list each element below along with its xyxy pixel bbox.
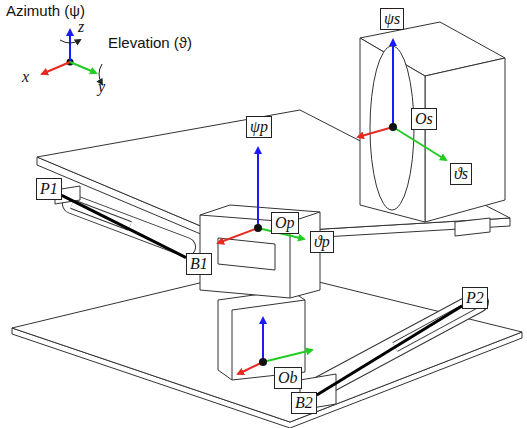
point-label-box: ψp — [246, 116, 272, 138]
axis-label: z — [78, 18, 84, 36]
point-label-box: ϑs — [450, 163, 472, 185]
point-label-box: B2 — [291, 392, 317, 414]
actuator-axis — [317, 306, 462, 395]
point-label: Op — [275, 214, 295, 232]
point-label-box: P2 — [462, 287, 488, 309]
point-label: Os — [415, 110, 433, 128]
point-label: P2 — [466, 289, 484, 307]
point-label: ψs — [384, 10, 400, 28]
point-label-box: ϑp — [310, 231, 334, 253]
point-label: ϑp — [314, 233, 330, 251]
point-label-box: Op — [271, 212, 299, 234]
point-label-box: P1 — [36, 178, 62, 200]
point-label: ϑs — [454, 165, 468, 183]
point-label-box: ψs — [380, 8, 404, 30]
point-label: Ob — [278, 369, 298, 387]
point-label-box: Ob — [274, 367, 302, 389]
point-label: P1 — [40, 180, 58, 198]
axis-label: x — [22, 68, 29, 86]
actuator-axis — [62, 195, 186, 257]
point-label: B1 — [190, 255, 208, 273]
axis-label: y — [98, 78, 105, 96]
axis-label: Elevation (ϑ) — [108, 34, 192, 51]
point-label: ψp — [250, 118, 268, 136]
point-label-box: Os — [411, 108, 437, 130]
point-label-box: B1 — [186, 253, 212, 275]
axis-label: Azimuth (ψ) — [6, 2, 85, 19]
point-label: B2 — [295, 394, 313, 412]
